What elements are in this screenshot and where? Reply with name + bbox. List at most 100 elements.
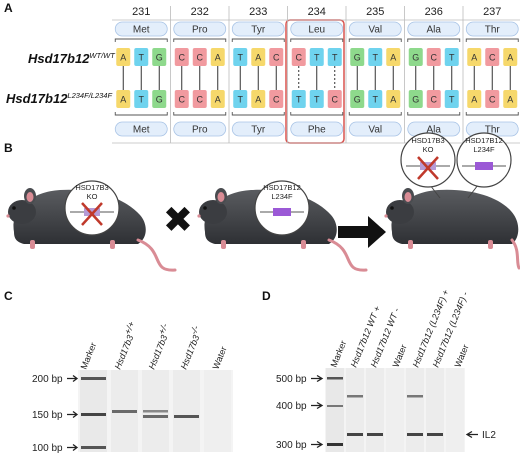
base-A	[503, 48, 518, 66]
codon-number: 231	[132, 6, 150, 18]
base-A	[503, 90, 518, 108]
svg-text:T: T	[238, 53, 244, 63]
svg-text:T: T	[449, 95, 455, 105]
result-arrow-icon	[338, 216, 386, 248]
svg-text:C: C	[197, 53, 204, 63]
base-C	[192, 48, 207, 66]
lane-label-wt: Hsd17b3+/+	[109, 320, 140, 371]
marker-300bp: 300 bp	[276, 440, 307, 451]
svg-text:C: C	[197, 95, 204, 105]
base-T	[444, 90, 459, 108]
base-G	[350, 90, 365, 108]
svg-text:T: T	[238, 95, 244, 105]
bubble-line1: HSD17B3	[411, 136, 444, 145]
top-amino-acid: Pro	[192, 25, 208, 36]
base-A	[386, 90, 401, 108]
base-C	[291, 48, 306, 66]
svg-text:G: G	[412, 53, 419, 63]
bottom-amino-acid: Tyr	[251, 125, 266, 136]
base-T	[309, 48, 324, 66]
arrow-right-icon	[311, 440, 324, 449]
codon-number: 232	[191, 6, 209, 18]
base-G	[152, 48, 167, 66]
base-T	[327, 48, 342, 66]
base-A	[467, 48, 482, 66]
base-T	[368, 48, 383, 66]
svg-text:A: A	[507, 95, 513, 105]
base-T	[368, 90, 383, 108]
lane-label-water-2: Water	[453, 343, 471, 369]
svg-text:C: C	[489, 53, 496, 63]
base-T	[134, 48, 149, 66]
codon-alignment: Hsd17b12WT/WT Hsd17b12L234F/L234F 231Met…	[6, 6, 520, 144]
base-T	[233, 90, 248, 108]
codon-number: 233	[249, 6, 267, 18]
base-A	[210, 48, 225, 66]
genotype-mut-name: Hsd17b12	[6, 91, 68, 106]
svg-text:A: A	[507, 53, 513, 63]
base-T	[134, 90, 149, 108]
marker-100bp: 100 bp	[32, 443, 63, 454]
svg-text:C: C	[431, 53, 438, 63]
svg-text:A: A	[471, 53, 477, 63]
base-A	[116, 90, 131, 108]
svg-text:T: T	[139, 53, 145, 63]
arrow-left-icon	[465, 430, 478, 439]
gel-hsd17b3: Marker Hsd17b3+/+ Hsd17b3+/- Hsd17b3-/- …	[32, 320, 233, 454]
mutant-gene-icon	[475, 162, 493, 170]
base-C	[327, 90, 342, 108]
genotype-mut-sup: L234F/L234F	[67, 91, 112, 100]
bubble-hsd17b3-ko-3: HSD17B3 KO	[400, 132, 456, 199]
breeding-scheme: HSD17B3 KO ✖ HSD17B12 L234F	[6, 132, 520, 272]
svg-text:G: G	[354, 53, 361, 63]
svg-text:C: C	[179, 53, 186, 63]
svg-text:T: T	[314, 53, 320, 63]
base-A	[116, 48, 131, 66]
svg-text:A: A	[120, 53, 126, 63]
top-amino-acid: Met	[133, 25, 150, 36]
svg-text:C: C	[179, 95, 186, 105]
genotype-wt-name: Hsd17b12	[28, 51, 90, 66]
bubble-hsd17b12-l234f-2: HSD17B12 L234F	[254, 180, 310, 236]
base-T	[233, 48, 248, 66]
svg-text:A: A	[471, 95, 477, 105]
bubble-hsd17b3-ko-1: HSD17B3 KO	[64, 180, 120, 236]
genotype-wt-label: Hsd17b12WT/WT	[28, 51, 116, 66]
bubble-line2: KO	[87, 192, 98, 201]
base-A	[251, 48, 266, 66]
svg-text:C: C	[332, 95, 339, 105]
bottom-amino-acid: Val	[368, 125, 382, 136]
bottom-amino-acid: Met	[133, 125, 150, 136]
bubble-line2: KO	[423, 145, 434, 154]
panel-label-a: A	[4, 1, 13, 15]
svg-text:T: T	[332, 53, 338, 63]
marker-500bp: 500 bp	[276, 374, 307, 385]
base-C	[269, 90, 284, 108]
base-A	[386, 48, 401, 66]
base-A	[210, 90, 225, 108]
base-C	[426, 90, 441, 108]
base-C	[485, 90, 500, 108]
svg-text:A: A	[255, 53, 261, 63]
svg-text:T: T	[139, 95, 145, 105]
top-amino-acid: Ala	[427, 25, 442, 36]
base-G	[408, 48, 423, 66]
svg-text:A: A	[255, 95, 261, 105]
bottom-amino-acid: Ala	[427, 125, 442, 136]
bottom-amino-acid: Phe	[308, 125, 326, 136]
bubble-hsd17b12-l234f-3: HSD17B12 L234F	[456, 132, 512, 199]
svg-text:A: A	[215, 95, 221, 105]
svg-text:C: C	[273, 53, 280, 63]
arrow-right-icon	[67, 443, 79, 452]
base-G	[152, 90, 167, 108]
lane-label-water-1: Water	[391, 343, 409, 369]
svg-text:A: A	[120, 95, 126, 105]
codon-number: 237	[483, 6, 501, 18]
gel-hsd17b12: Marker Hsd17b12 WT + Hsd17b12 WT - Water…	[276, 288, 496, 452]
panel-label-c: C	[4, 289, 13, 303]
lane-label-het: Hsd17b3+/-	[143, 322, 174, 371]
